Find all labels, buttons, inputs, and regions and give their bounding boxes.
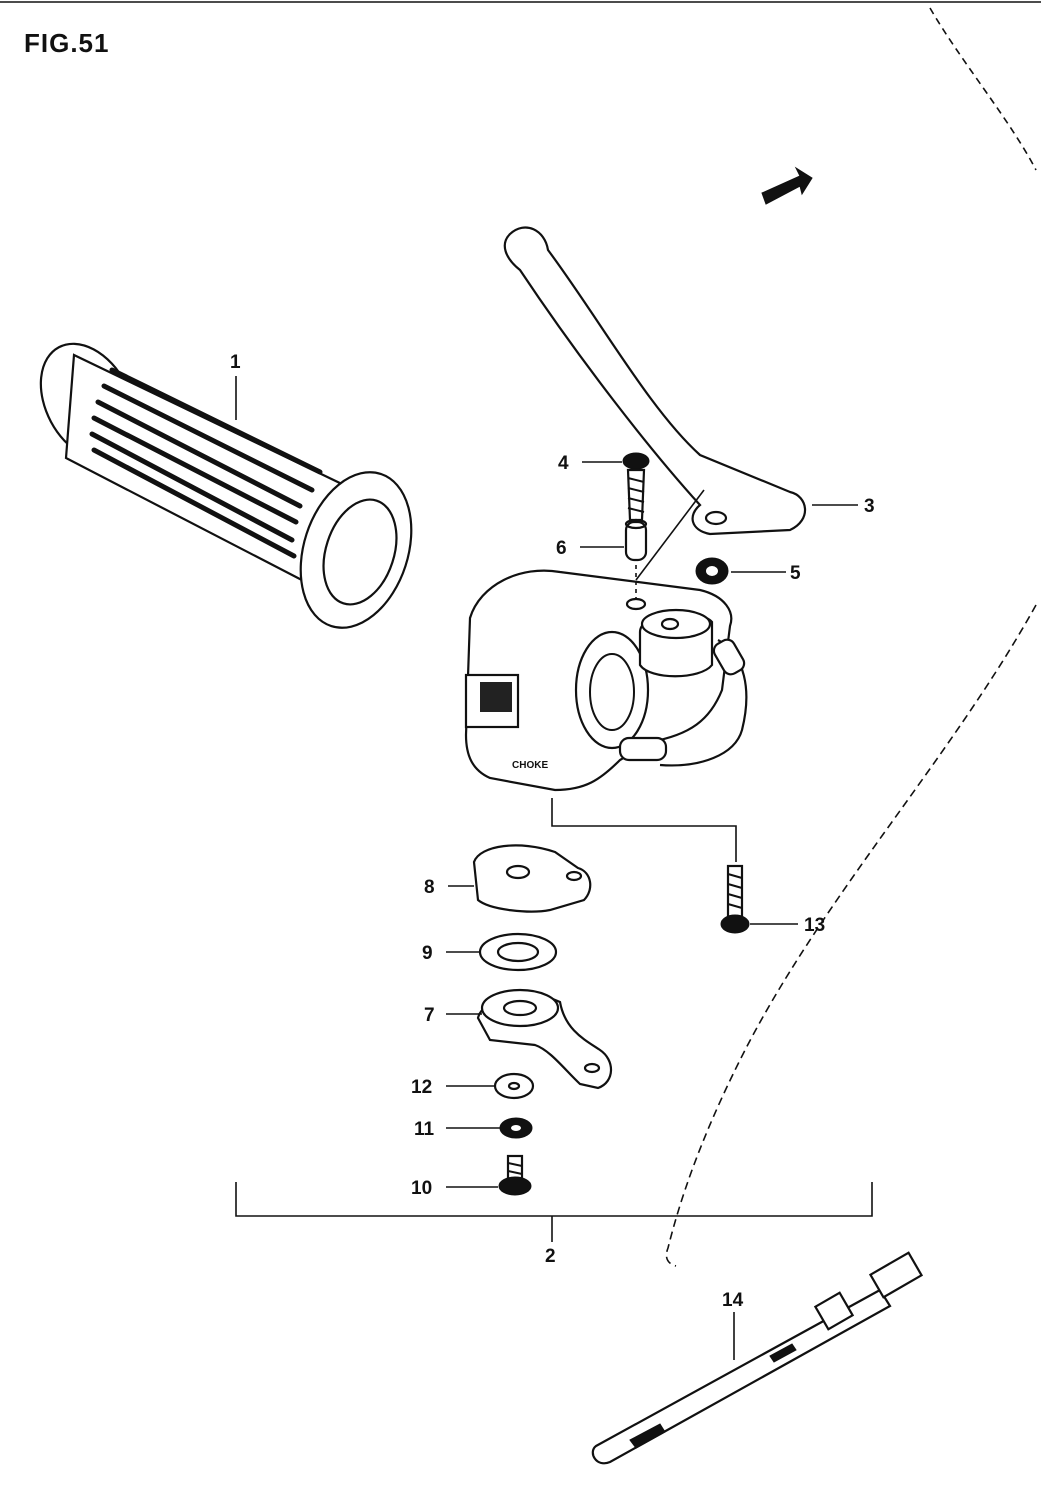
choke-cam-part-8 xyxy=(472,844,592,913)
housing-marking: CHOKE xyxy=(512,760,548,771)
choke-lever-part-7 xyxy=(476,988,613,1090)
harness-route-top xyxy=(929,7,1037,171)
cable-tie-part-14 xyxy=(591,1251,924,1465)
callout-2: 2 xyxy=(545,1246,556,1267)
harness-route xyxy=(665,604,1037,1267)
lock-washer-part-11 xyxy=(499,1117,533,1139)
figure-title: FIG.51 xyxy=(24,28,109,58)
callout-8: 8 xyxy=(424,877,435,898)
callout-3: 3 xyxy=(864,496,875,517)
screw-part-13 xyxy=(720,864,750,934)
callout-14: 14 xyxy=(722,1290,744,1311)
callout-7: 7 xyxy=(424,1005,435,1026)
callout-4: 4 xyxy=(558,453,569,474)
callout-11: 11 xyxy=(414,1119,435,1140)
callout-13: 13 xyxy=(804,915,825,936)
grip-part-1 xyxy=(39,342,413,629)
leader-lines xyxy=(235,376,873,1360)
callout-5: 5 xyxy=(790,563,801,584)
switch-housing: CHOKE xyxy=(464,569,748,792)
collar-part-6 xyxy=(624,518,648,562)
callout-1: 1 xyxy=(230,352,241,373)
screw-part-10 xyxy=(498,1154,532,1196)
lever-part-3 xyxy=(503,226,807,536)
nut-part-5 xyxy=(695,557,729,585)
washer-part-9 xyxy=(478,932,558,972)
callout-9: 9 xyxy=(422,943,433,964)
screw-part-4 xyxy=(622,452,650,522)
forward-direction-arrow-icon xyxy=(761,166,813,205)
callout-6: 6 xyxy=(556,538,567,559)
callout-10: 10 xyxy=(411,1178,432,1199)
washer-part-12 xyxy=(493,1072,535,1100)
callout-12: 12 xyxy=(411,1077,432,1098)
